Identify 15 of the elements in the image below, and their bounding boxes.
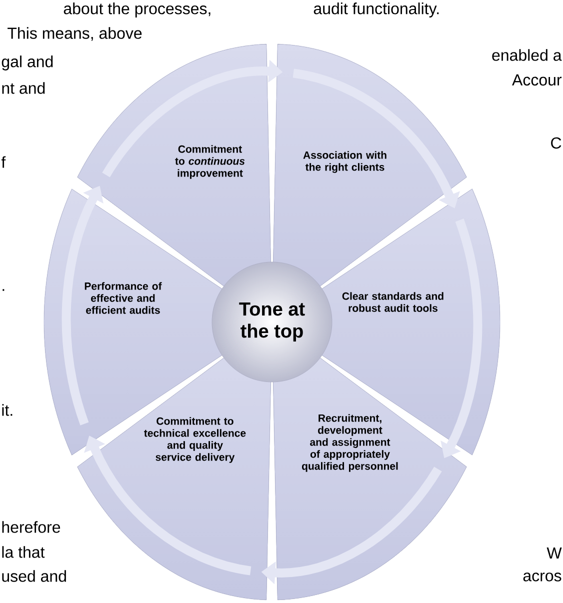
body-text: . [2,289,4,291]
body-text: nt and [2,82,45,94]
body-text: acros [523,572,562,582]
body-text: enabled a [492,49,562,61]
body-text: gal and [2,56,53,70]
body-text: la that [2,546,45,558]
body-text: This means, above [8,27,142,41]
body-text: W [546,548,562,558]
body-text: Accour [512,74,562,86]
body-text: it. [2,404,12,416]
body-text: C [551,137,562,149]
body-text: about the processes, [64,2,210,18]
body-text: f [1,156,6,168]
body-text: audit functionality. [314,2,439,18]
body-text: herefore [2,521,60,533]
